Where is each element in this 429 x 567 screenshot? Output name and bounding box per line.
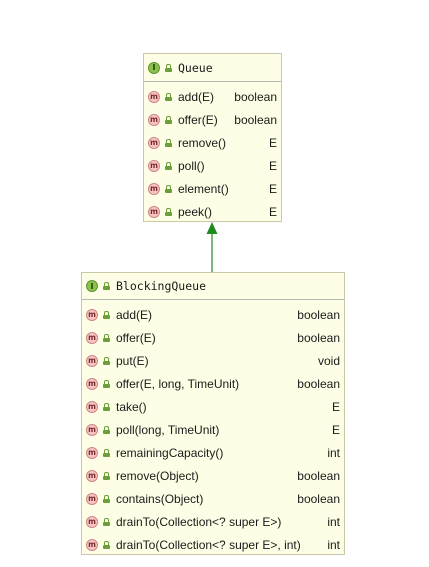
method-icon: m bbox=[148, 113, 160, 126]
method-return-type: boolean bbox=[234, 89, 277, 104]
public-lock-icon bbox=[103, 379, 110, 388]
method-icon: m bbox=[86, 492, 98, 505]
method-row[interactable]: m remove(Object) boolean bbox=[82, 464, 344, 487]
method-row[interactable]: m element() E bbox=[144, 177, 281, 200]
public-lock-icon bbox=[165, 115, 172, 124]
method-name: drainTo(Collection<? super E>, int) bbox=[116, 537, 301, 552]
method-return-type: E bbox=[268, 135, 277, 150]
public-lock-icon bbox=[103, 517, 110, 526]
method-icon: m bbox=[148, 136, 160, 149]
method-name: add(E) bbox=[116, 307, 153, 322]
method-row[interactable]: m drainTo(Collection<? super E>, int) int bbox=[82, 533, 344, 556]
method-row[interactable]: m add(E) boolean bbox=[82, 303, 344, 326]
inheritance-arrowhead bbox=[206, 222, 218, 234]
blocking-queue-title: BlockingQueue bbox=[116, 279, 207, 293]
method-row[interactable]: m peek() E bbox=[144, 200, 281, 223]
public-lock-icon bbox=[103, 425, 110, 434]
method-return-type: E bbox=[331, 422, 340, 437]
method-row[interactable]: m add(E) boolean bbox=[144, 85, 281, 108]
method-return-type: boolean bbox=[297, 468, 340, 483]
method-row[interactable]: m poll(long, TimeUnit) E bbox=[82, 418, 344, 441]
method-row[interactable]: m put(E) void bbox=[82, 349, 344, 372]
method-name: poll(long, TimeUnit) bbox=[116, 422, 220, 437]
public-lock-icon bbox=[103, 356, 110, 365]
method-return-type: E bbox=[268, 158, 277, 173]
method-name: peek() bbox=[178, 204, 213, 219]
blocking-queue-method-list: m add(E) boolean m offer(E) boolean m put(E) voi… bbox=[82, 300, 344, 556]
queue-header[interactable]: I Queue bbox=[144, 54, 281, 82]
method-return-type: int bbox=[327, 445, 340, 460]
public-lock-icon bbox=[103, 402, 110, 411]
method-name: drainTo(Collection<? super E>) bbox=[116, 514, 282, 529]
method-return-type: void bbox=[317, 353, 340, 368]
method-name: contains(Object) bbox=[116, 491, 204, 506]
method-icon: m bbox=[86, 423, 98, 436]
method-name: element() bbox=[178, 181, 229, 196]
method-row[interactable]: m offer(E) boolean bbox=[144, 108, 281, 131]
method-row[interactable]: m contains(Object) boolean bbox=[82, 487, 344, 510]
method-row[interactable]: m remove() E bbox=[144, 131, 281, 154]
public-lock-icon bbox=[165, 184, 172, 193]
method-row[interactable]: m poll() E bbox=[144, 154, 281, 177]
public-lock-icon bbox=[165, 161, 172, 170]
method-name: remainingCapacity() bbox=[116, 445, 224, 460]
method-icon: m bbox=[148, 182, 160, 195]
public-lock-icon bbox=[103, 448, 110, 457]
method-row[interactable]: m drainTo(Collection<? super E>) int bbox=[82, 510, 344, 533]
method-icon: m bbox=[86, 538, 98, 551]
method-name: remove(Object) bbox=[116, 468, 199, 483]
method-return-type: boolean bbox=[297, 330, 340, 345]
public-lock-icon bbox=[103, 310, 110, 319]
method-icon: m bbox=[86, 446, 98, 459]
method-name: add(E) bbox=[178, 89, 215, 104]
method-name: put(E) bbox=[116, 353, 149, 368]
method-row[interactable]: m offer(E, long, TimeUnit) boolean bbox=[82, 372, 344, 395]
method-icon: m bbox=[86, 515, 98, 528]
public-lock-icon bbox=[103, 333, 110, 342]
public-lock-icon bbox=[103, 494, 110, 503]
public-lock-icon bbox=[103, 540, 110, 549]
public-lock-icon bbox=[165, 63, 172, 72]
method-row[interactable]: m offer(E) boolean bbox=[82, 326, 344, 349]
method-row[interactable]: m take() E bbox=[82, 395, 344, 418]
method-return-type: E bbox=[268, 204, 277, 219]
method-icon: m bbox=[86, 377, 98, 390]
method-return-type: boolean bbox=[234, 112, 277, 127]
public-lock-icon bbox=[165, 207, 172, 216]
method-name: remove() bbox=[178, 135, 227, 150]
method-icon: m bbox=[148, 205, 160, 218]
method-icon: m bbox=[86, 400, 98, 413]
public-lock-icon bbox=[165, 92, 172, 101]
method-name: offer(E) bbox=[116, 330, 156, 345]
method-return-type: int bbox=[327, 514, 340, 529]
method-name: offer(E, long, TimeUnit) bbox=[116, 376, 240, 391]
interface-icon: I bbox=[148, 61, 160, 74]
public-lock-icon bbox=[103, 471, 110, 480]
method-return-type: boolean bbox=[297, 376, 340, 391]
blocking-queue-interface-box[interactable]: I BlockingQueue m add(E) boolean m offer(E) b… bbox=[81, 272, 345, 555]
method-return-type: E bbox=[331, 399, 340, 414]
public-lock-icon bbox=[165, 138, 172, 147]
method-icon: m bbox=[86, 354, 98, 367]
blocking-queue-header[interactable]: I BlockingQueue bbox=[82, 273, 344, 300]
method-return-type: boolean bbox=[297, 491, 340, 506]
queue-interface-box[interactable]: I Queue m add(E) boolean m offer(E) boolean m r… bbox=[143, 53, 282, 222]
method-icon: m bbox=[86, 469, 98, 482]
method-name: take() bbox=[116, 399, 147, 414]
method-icon: m bbox=[86, 331, 98, 344]
method-icon: m bbox=[86, 308, 98, 321]
method-return-type: boolean bbox=[297, 307, 340, 322]
method-name: offer(E) bbox=[178, 112, 218, 127]
method-icon: m bbox=[148, 159, 160, 172]
queue-title: Queue bbox=[178, 60, 213, 75]
method-return-type: int bbox=[327, 537, 340, 552]
queue-method-list: m add(E) boolean m offer(E) boolean m remove() E… bbox=[144, 82, 281, 223]
method-icon: m bbox=[148, 90, 160, 103]
method-row[interactable]: m remainingCapacity() int bbox=[82, 441, 344, 464]
interface-icon: I bbox=[86, 280, 98, 292]
public-lock-icon bbox=[103, 282, 110, 290]
method-name: poll() bbox=[178, 158, 205, 173]
method-return-type: E bbox=[268, 181, 277, 196]
